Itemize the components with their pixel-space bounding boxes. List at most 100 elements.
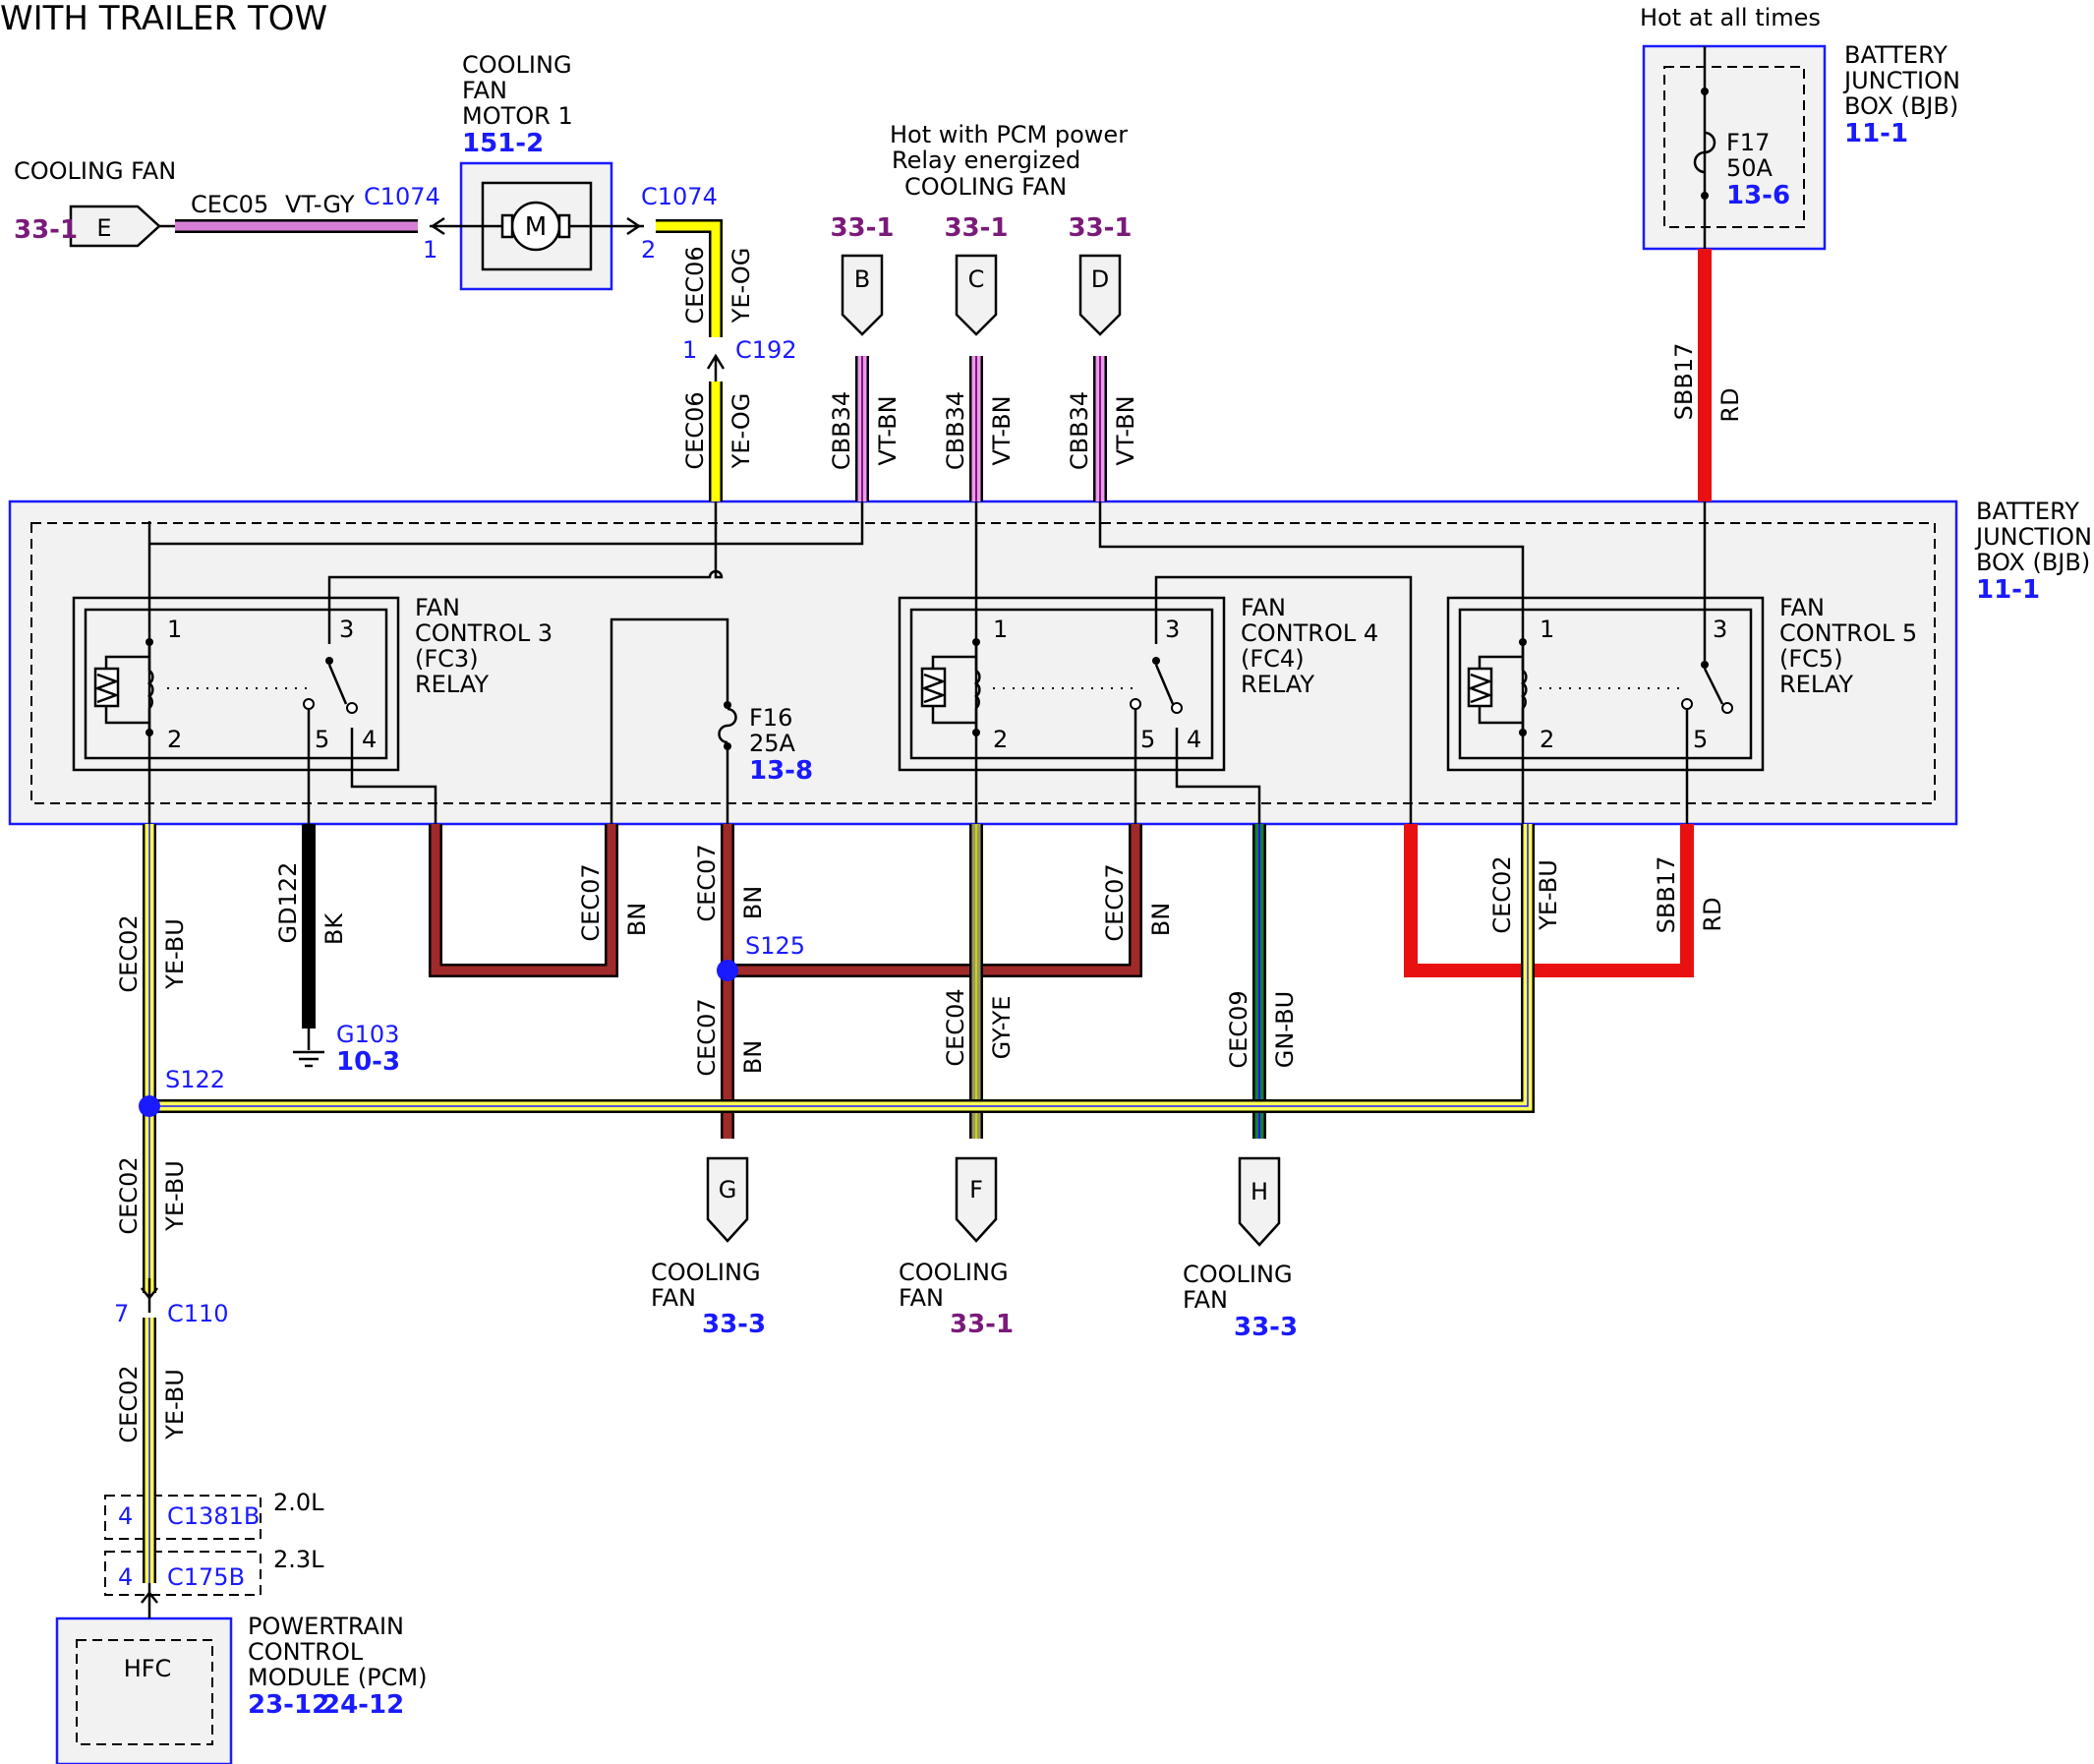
f16-label: F16 <box>749 704 792 732</box>
offpage-h-label-1: COOLING <box>1183 1261 1293 1288</box>
offpage-b-ref: 33-1 <box>830 213 894 243</box>
fc3-label-4: RELAY <box>415 671 489 698</box>
relay-fc4: 1 2 3 4 5 <box>898 596 1226 772</box>
bjb-main-ref: 11-1 <box>1976 575 2040 605</box>
fc3-pin-5: 5 <box>315 726 329 753</box>
fc4-label-1: FAN <box>1241 594 1286 621</box>
cec09-circuit-label: CEC09 <box>1225 990 1252 1068</box>
cec02-fc5-circuit-label: CEC02 <box>1488 855 1516 933</box>
cbb34-d-circuit-label: CBB34 <box>1066 391 1093 470</box>
fc5-pin-3: 3 <box>1713 616 1727 643</box>
offpage-h-label-2: FAN <box>1183 1286 1228 1314</box>
s122-label: S122 <box>165 1066 225 1093</box>
bjb-top-labels: Hot at all times BATTERY JUNCTION BOX (B… <box>1640 4 1960 210</box>
cec07-top-color-label: BN <box>739 886 767 919</box>
motor-label-2: FAN <box>462 77 507 104</box>
fc3-pin-4: 4 <box>362 726 377 753</box>
pcm-box <box>55 1617 233 1764</box>
offpage-h-letter: H <box>1251 1178 1268 1205</box>
fc5-label-2: CONTROL 5 <box>1779 619 1917 647</box>
c175b-connector-box <box>104 1551 262 1596</box>
g103-ref: 10-3 <box>336 1047 400 1077</box>
cec06-lower-color-label: YE-OG <box>727 393 755 470</box>
sbb17-top-circuit-label: SBB17 <box>1670 343 1698 421</box>
fc5-label-4: RELAY <box>1779 671 1853 698</box>
cec07-fc4-color-label: BN <box>1147 903 1175 936</box>
wire-cec07-s125 <box>727 824 1142 977</box>
fc5-pin-1: 1 <box>1540 616 1554 643</box>
cooling-fan-motor: M <box>500 201 571 252</box>
cbb34-b-circuit-label: CBB34 <box>828 391 855 470</box>
f16-feed <box>610 617 729 824</box>
offpage-f-label-1: COOLING <box>899 1259 1009 1286</box>
offpage-f-label-2: FAN <box>899 1284 944 1312</box>
pcm-note-2: Relay energized <box>892 147 1080 174</box>
pcm-note-3: COOLING FAN <box>904 173 1067 201</box>
f16-ref: 13-8 <box>749 756 813 786</box>
offpage-c-letter: C <box>968 265 985 293</box>
pcm-power-note: Hot with PCM power Relay energized COOLI… <box>890 121 1128 201</box>
fc3-switch-feed <box>327 501 724 644</box>
c192-pin: 1 <box>682 336 697 364</box>
fc4-label-3: (FC4) <box>1241 645 1305 673</box>
pcm-ref-2: 24-12 <box>322 1690 404 1720</box>
pcm-label-1: POWERTRAIN <box>248 1613 404 1640</box>
relay-fc5: 1 2 3 5 <box>1446 596 1765 772</box>
fc3-label-2: CONTROL 3 <box>415 619 553 647</box>
bjb-main-labels: BATTERY JUNCTION BOX (BJB) 11-1 <box>1974 498 2092 605</box>
c110-pin: 7 <box>114 1300 129 1327</box>
sbb17-bottom-circuit-label: SBB17 <box>1653 856 1680 934</box>
bjb-top-label-2: JUNCTION <box>1842 67 1960 94</box>
cec05-color-label: VT-GY <box>285 191 355 218</box>
offpage-g-ref: 33-3 <box>702 1310 766 1339</box>
cec07-bottom-color-label: BN <box>739 1040 767 1074</box>
sbb17-top-color-label: RD <box>1716 387 1744 422</box>
offpage-g-label-2: FAN <box>651 1284 696 1312</box>
splice-s122-dot <box>139 1095 160 1117</box>
c1074-right-pin: 2 <box>641 236 656 264</box>
bjb-main-label-1: BATTERY <box>1976 498 2079 525</box>
f16-labels: F16 25A 13-8 <box>749 704 813 786</box>
fc3-label-3: (FC3) <box>415 645 479 673</box>
offpage-e: E COOLING FAN 33-1 <box>14 157 176 248</box>
bjb-main-box <box>8 500 1958 826</box>
fc5-pin-5: 5 <box>1693 726 1708 753</box>
bjb-main-label-3: BOX (BJB) <box>1976 549 2090 576</box>
offpage-g-letter: G <box>719 1176 737 1204</box>
bjb-main-inner-border <box>30 522 1936 804</box>
motor-ref: 151-2 <box>462 129 544 158</box>
wire-cec06-upper <box>656 219 723 337</box>
fuse-f17 <box>1693 88 1716 200</box>
fc3-pin-1: 1 <box>167 616 182 643</box>
offpage-e-label: COOLING FAN <box>14 157 176 185</box>
fc3-pin-2: 2 <box>167 726 182 753</box>
offpage-f-ref: 33-1 <box>950 1310 1014 1339</box>
wire-cec02-s122-branch <box>149 824 1535 1113</box>
c1074-right-marker <box>626 216 642 236</box>
fc3-labels: FAN CONTROL 3 (FC3) RELAY <box>415 594 553 698</box>
cec06-upper-circuit-label: CEC06 <box>681 246 709 323</box>
f17-ref: 13-6 <box>1726 181 1790 210</box>
c175b-marker <box>141 1590 158 1604</box>
c192-label: C192 <box>735 336 797 364</box>
engine-2-3l-label: 2.3L <box>273 1546 324 1573</box>
cbb34-c-circuit-label: CBB34 <box>942 391 969 470</box>
fc4-labels: FAN CONTROL 4 (FC4) RELAY <box>1241 594 1378 698</box>
cec07-fc3-color-label: BN <box>623 903 651 936</box>
motor-label-1: COOLING <box>462 51 572 79</box>
internal-wires <box>147 46 1707 1618</box>
cec02-top-circuit-label: CEC02 <box>115 914 143 992</box>
cec06-lower-circuit-label: CEC06 <box>681 391 709 469</box>
offpage-b: B 33-1 <box>830 213 895 336</box>
fc4-pin-1: 1 <box>993 616 1008 643</box>
relay-fc3: 1 2 3 4 5 <box>72 596 400 772</box>
sbb17-bottom-color-label: RD <box>1699 897 1726 931</box>
bjb-top-ref: 11-1 <box>1844 119 1908 148</box>
offpage-c-ref: 33-1 <box>944 213 1008 243</box>
wire-sbb17-bottom <box>1404 824 1694 977</box>
cec02-mid-color-label: YE-BU <box>161 1160 189 1232</box>
f17-label: F17 <box>1726 129 1770 156</box>
fc3-coil-b-feed <box>149 501 864 546</box>
c192-marker <box>706 353 726 382</box>
cec04-color-label: GY-YE <box>988 996 1016 1060</box>
